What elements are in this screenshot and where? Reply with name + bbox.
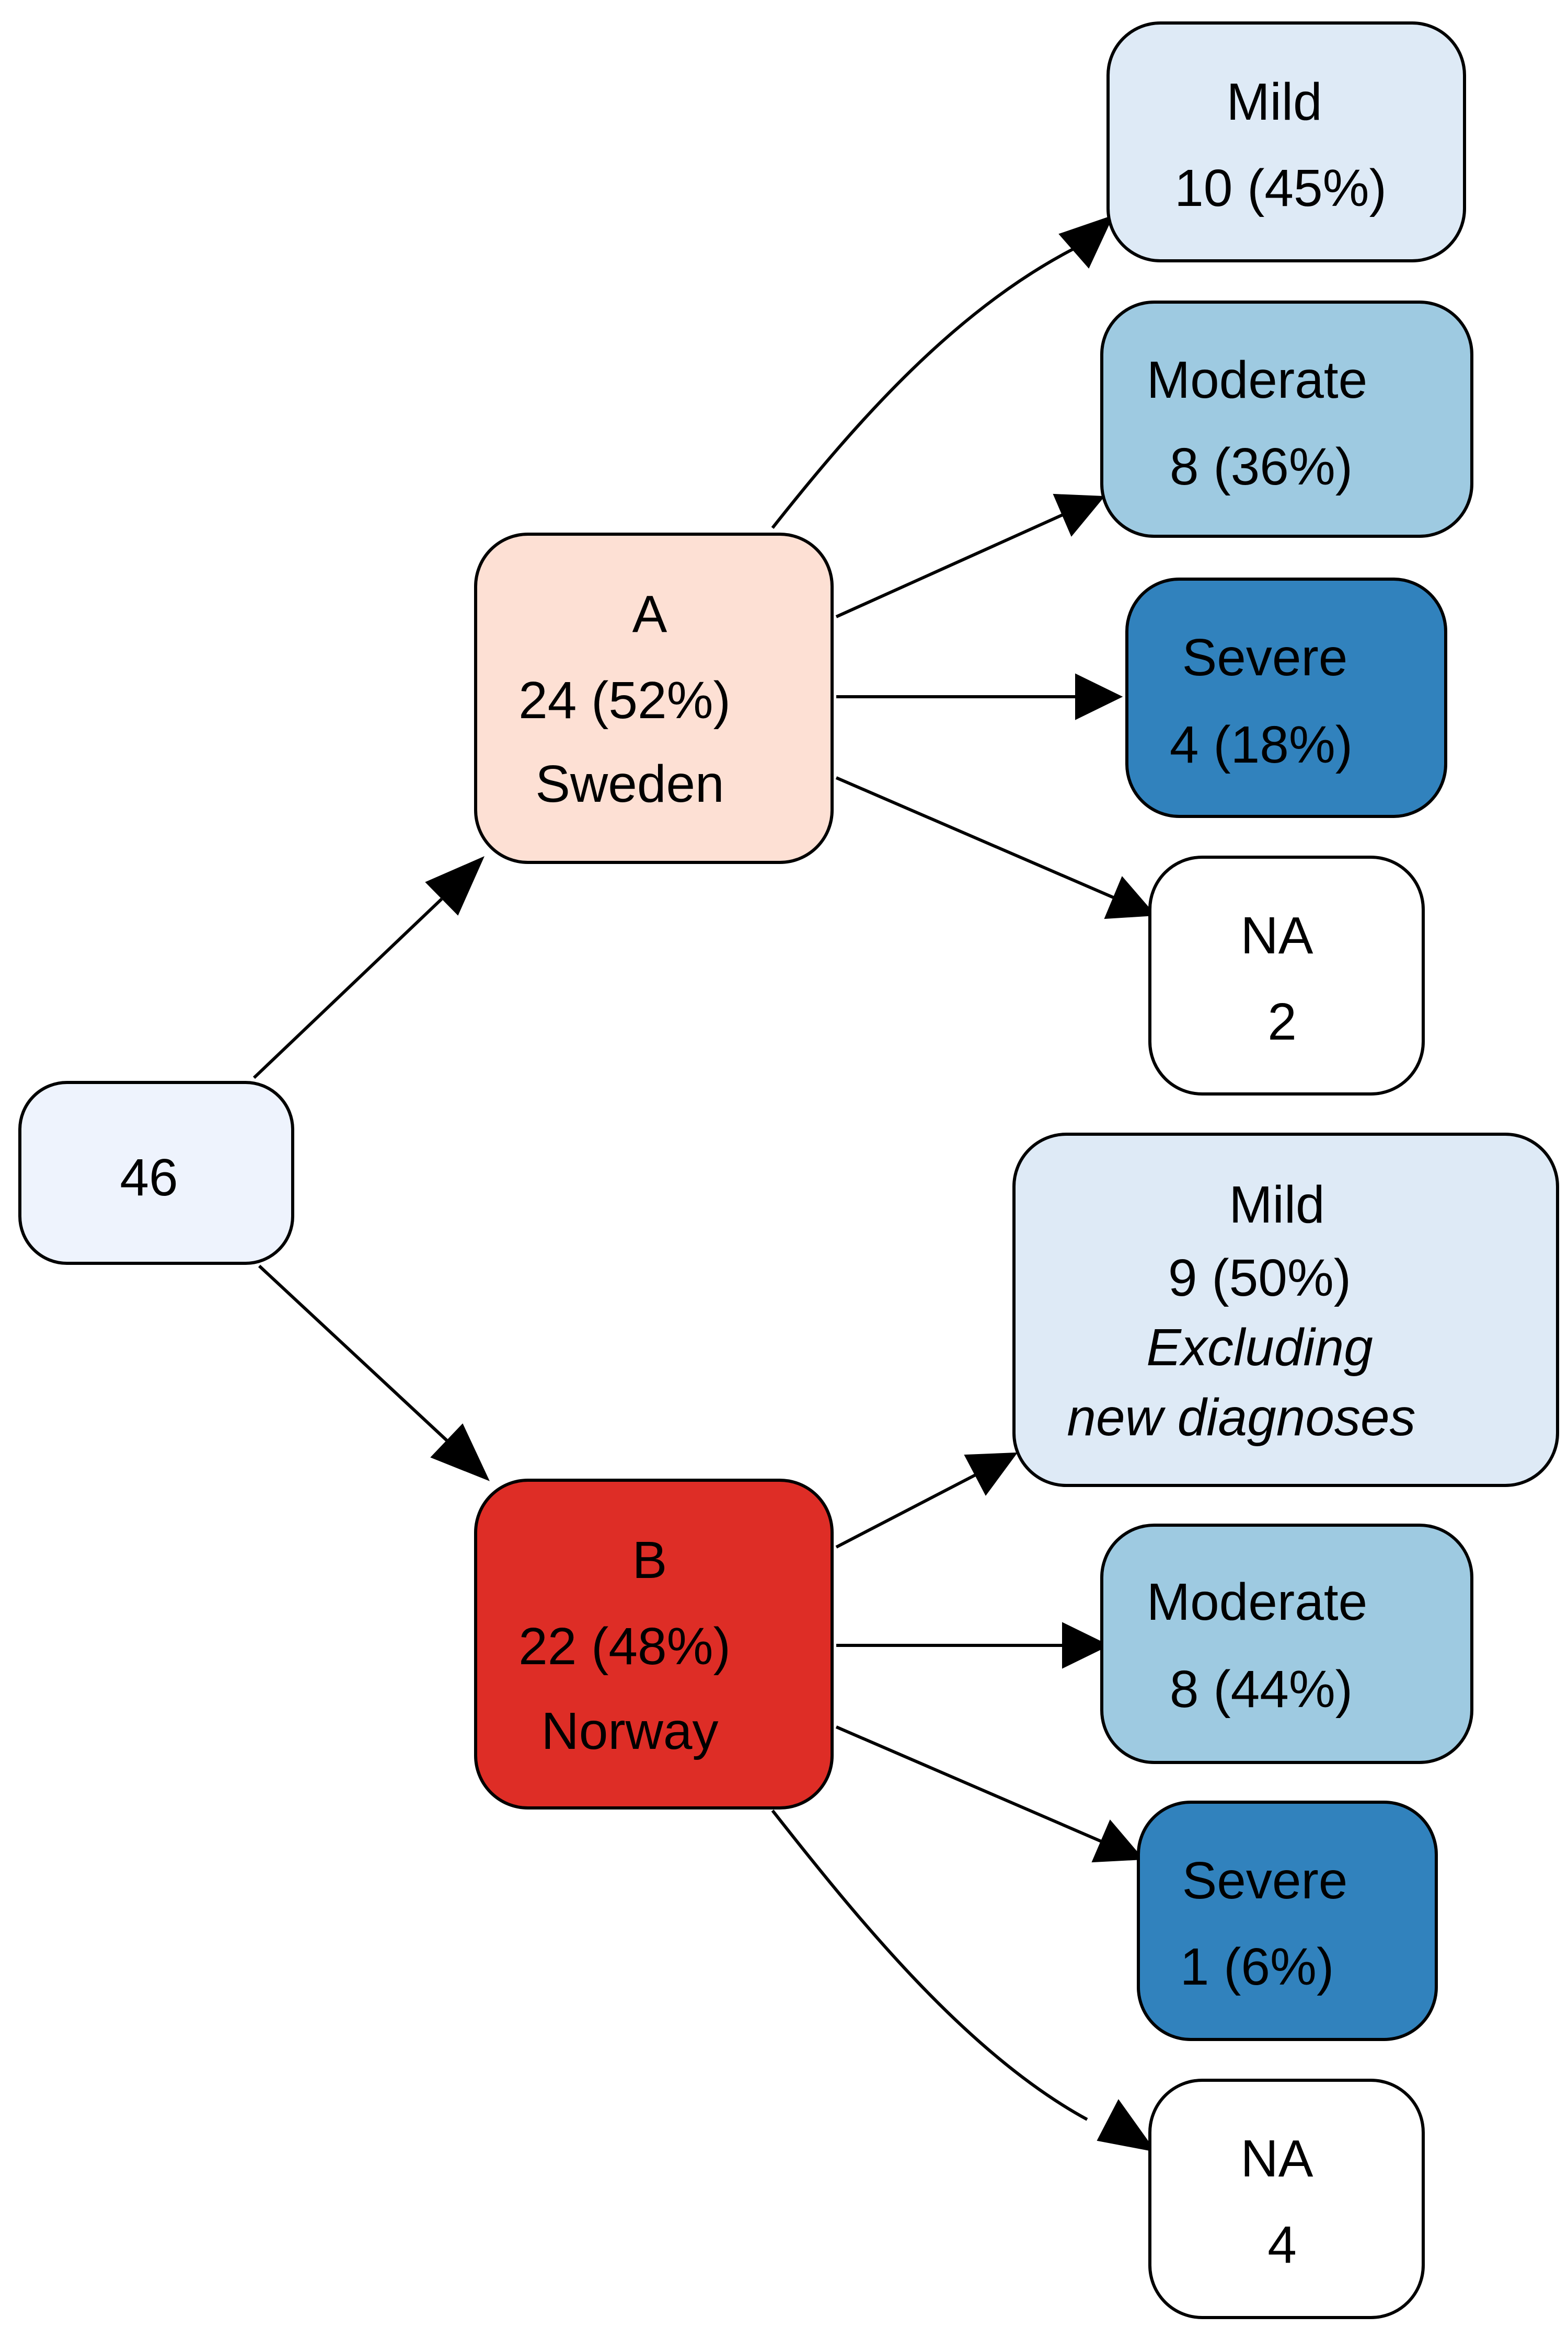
b-severe-label: Severe	[1182, 1851, 1348, 1910]
a-na-label: NA	[1241, 906, 1313, 965]
a-na-node: NA 2	[1148, 856, 1425, 1096]
b-na-label: NA	[1241, 2129, 1313, 2188]
edge-b-to-mild	[835, 1452, 1018, 1549]
a-mild-count: 10 (45%)	[1174, 159, 1387, 217]
group-b-count: 22 (48%)	[518, 1617, 731, 1676]
edge-a-to-na	[835, 776, 1157, 919]
b-na-box	[1148, 2079, 1425, 2319]
group-a-label: A	[632, 585, 667, 643]
edge-a-to-mild	[771, 215, 1114, 529]
b-mild-count: 9 (50%)	[1168, 1249, 1351, 1307]
a-moderate-box	[1100, 301, 1473, 538]
root-count: 46	[120, 1148, 178, 1207]
b-mild-label: Mild	[1229, 1175, 1324, 1234]
b-mild-node: Mild 9 (50%) Excluding new diagnoses	[1012, 1133, 1559, 1487]
edge-b-to-severe	[835, 1725, 1145, 1863]
edge-root-to-a	[252, 856, 485, 1079]
a-mild-node: Mild 10 (45%)	[1106, 21, 1466, 262]
edge-root-to-b	[258, 1264, 490, 1481]
b-moderate-node: Moderate 8 (44%)	[1100, 1524, 1473, 1764]
a-na-count: 2	[1267, 993, 1297, 1051]
b-na-node: NA 4	[1148, 2079, 1425, 2319]
edge-a-to-moderate	[835, 493, 1105, 618]
a-mild-label: Mild	[1226, 73, 1322, 131]
group-b-node: B 22 (48%) Norway	[474, 1479, 834, 1810]
a-severe-box	[1125, 578, 1447, 818]
b-na-count: 4	[1267, 2216, 1297, 2274]
group-b-country: Norway	[541, 1702, 719, 1760]
a-moderate-node: Moderate 8 (36%)	[1100, 301, 1473, 538]
b-moderate-box	[1100, 1524, 1473, 1764]
a-moderate-count: 8 (36%)	[1170, 437, 1353, 496]
a-severe-node: Severe 4 (18%)	[1125, 578, 1447, 818]
a-severe-label: Severe	[1182, 628, 1348, 687]
b-severe-count: 1 (6%)	[1180, 1938, 1334, 1996]
group-a-box	[474, 533, 834, 864]
b-mild-note-line-2: new diagnoses	[1067, 1388, 1415, 1447]
b-severe-box	[1137, 1801, 1438, 2041]
a-severe-count: 4 (18%)	[1170, 716, 1353, 774]
group-a-count: 24 (52%)	[518, 671, 731, 730]
b-mild-note-line-1: Excluding	[1146, 1318, 1373, 1377]
root-node-box	[18, 1081, 294, 1265]
edge-a-to-severe	[836, 673, 1123, 720]
a-mild-box	[1106, 21, 1466, 262]
b-moderate-label: Moderate	[1147, 1573, 1367, 1631]
group-b-label: B	[632, 1531, 667, 1589]
group-b-box	[474, 1479, 834, 1810]
edge-b-to-na	[771, 1810, 1157, 2152]
group-a-node: A 24 (52%) Sweden	[474, 533, 834, 864]
edge-b-to-moderate	[836, 1622, 1110, 1669]
b-mild-box	[1012, 1133, 1559, 1487]
b-severe-node: Severe 1 (6%)	[1137, 1801, 1438, 2041]
root-node: 46	[18, 1081, 294, 1265]
a-moderate-label: Moderate	[1147, 351, 1367, 409]
group-a-country: Sweden	[535, 755, 724, 813]
a-na-box	[1148, 856, 1425, 1096]
b-moderate-count: 8 (44%)	[1170, 1660, 1353, 1719]
